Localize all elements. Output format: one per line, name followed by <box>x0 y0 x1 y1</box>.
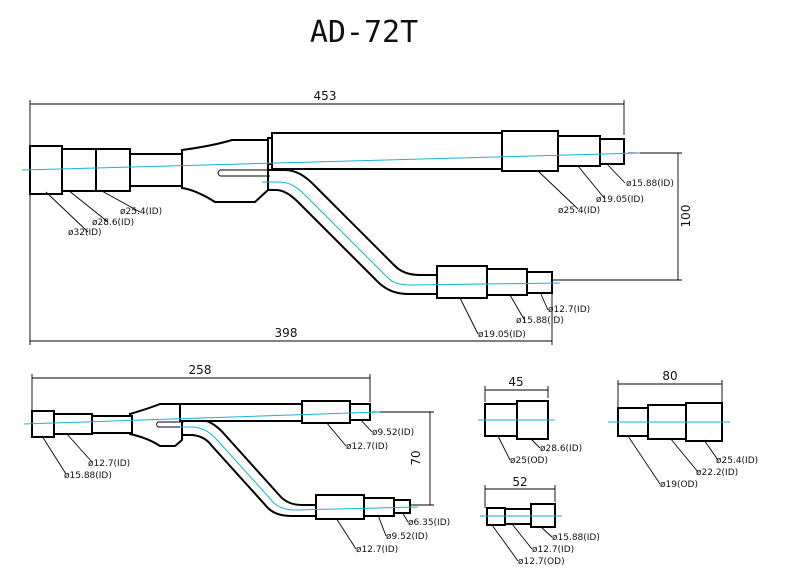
small-inlet-neck <box>91 415 133 434</box>
run-step-25 <box>501 130 559 172</box>
small-y-body <box>129 403 183 447</box>
main-run-pipe <box>271 132 503 170</box>
leader <box>511 523 533 550</box>
leader <box>497 435 511 461</box>
label-r52-2: ø12.7(OD) <box>518 557 565 567</box>
y-slot <box>217 169 270 177</box>
small-branch-12 <box>315 494 365 520</box>
label-main-8: ø19.05(ID) <box>478 330 526 340</box>
label-r45-1: ø25(OD) <box>510 456 548 466</box>
main-branch-joint: 453 398 100 <box>21 89 693 345</box>
label-r45-0: ø28.6(ID) <box>540 444 582 454</box>
label-main-7: ø15.88(ID) <box>516 316 564 326</box>
inlet-step-28b <box>95 148 131 192</box>
leader <box>325 421 347 447</box>
label-small-2: ø9.52(ID) <box>372 428 414 438</box>
centerline <box>262 181 561 286</box>
label-r52-0: ø15.88(ID) <box>552 533 600 543</box>
leader <box>537 170 579 210</box>
dim-453: 453 <box>314 89 337 103</box>
label-small-5: ø9.52(ID) <box>386 532 428 542</box>
leader <box>539 525 553 538</box>
small-run-12 <box>301 400 351 424</box>
label-r52-1: ø12.7(ID) <box>532 545 574 555</box>
label-small-4: ø6.35(ID) <box>408 518 450 528</box>
dim-80: 80 <box>662 369 677 383</box>
small-branch-top <box>180 418 318 506</box>
leader <box>577 165 606 200</box>
leader <box>539 291 549 311</box>
leader <box>627 435 661 485</box>
dim-398: 398 <box>275 326 298 340</box>
dim-100: 100 <box>679 205 693 228</box>
centerline <box>23 411 381 425</box>
leader <box>509 294 526 322</box>
label-small-6: ø12.7(ID) <box>356 545 398 555</box>
label-r80-2: ø19(OD) <box>660 480 698 490</box>
branch-step-15 <box>486 268 528 296</box>
leader <box>41 435 67 475</box>
branch-step-19 <box>436 265 488 299</box>
inlet-step-25 <box>129 153 183 187</box>
dim-45: 45 <box>508 375 523 389</box>
label-main-4: ø19.05(ID) <box>596 195 644 205</box>
reducer-52: 52 ø15.88(ID) ø12.7(ID) ø12.7(OD) <box>480 475 600 567</box>
leader <box>65 432 93 463</box>
label-main-2: ø25.4(ID) <box>120 207 162 217</box>
label-main-0: ø32(ID) <box>68 228 102 238</box>
y-body <box>181 139 269 203</box>
label-r80-0: ø25.4(ID) <box>716 456 758 466</box>
leader <box>45 191 89 233</box>
run-step-15 <box>599 138 625 165</box>
small-branch-6 <box>393 499 411 514</box>
label-small-1: ø15.88(ID) <box>64 471 112 481</box>
label-r80-1: ø22.2(ID) <box>696 468 738 478</box>
branch-step-12 <box>526 271 553 294</box>
small-branch-9 <box>363 497 395 517</box>
label-main-6: ø12.7(ID) <box>548 305 590 315</box>
dim-258: 258 <box>189 363 212 377</box>
reducer-80: 80 ø25.4(ID) ø22.2(ID) ø19(OD) <box>608 369 758 490</box>
dim-52: 52 <box>512 475 527 489</box>
dim-70: 70 <box>409 450 423 465</box>
leader <box>335 517 357 550</box>
leader <box>491 524 519 562</box>
small-branch-joint: 258 70 ø12.7(ID) ø15.88(ID) <box>23 363 450 555</box>
leader <box>377 514 387 537</box>
leader <box>459 297 479 335</box>
label-small-3: ø12.7(ID) <box>346 442 388 452</box>
run-step-19 <box>557 135 601 167</box>
leader <box>605 162 626 184</box>
label-main-5: ø15.88(ID) <box>626 179 674 189</box>
label-main-3: ø25.4(ID) <box>558 206 600 216</box>
label-main-1: ø28.6(ID) <box>92 218 134 228</box>
drawing-title: AD-72T <box>310 15 418 50</box>
leader <box>529 437 541 449</box>
centerline <box>21 152 641 171</box>
leader <box>99 189 141 213</box>
leader <box>703 439 719 461</box>
label-small-0: ø12.7(ID) <box>88 459 130 469</box>
small-branch-bottom <box>180 434 318 517</box>
branch-pipe-bottom-edge <box>262 189 440 295</box>
leader <box>669 437 699 473</box>
centerline <box>180 426 419 511</box>
leader <box>67 189 109 223</box>
leader <box>401 511 409 523</box>
inlet-step-28 <box>61 148 97 192</box>
branch-pipe-top-edge <box>262 169 440 276</box>
small-inlet-12 <box>53 413 93 435</box>
reducer-45: 45 ø28.6(ID) ø25(OD) <box>478 375 582 466</box>
leader <box>359 418 373 433</box>
